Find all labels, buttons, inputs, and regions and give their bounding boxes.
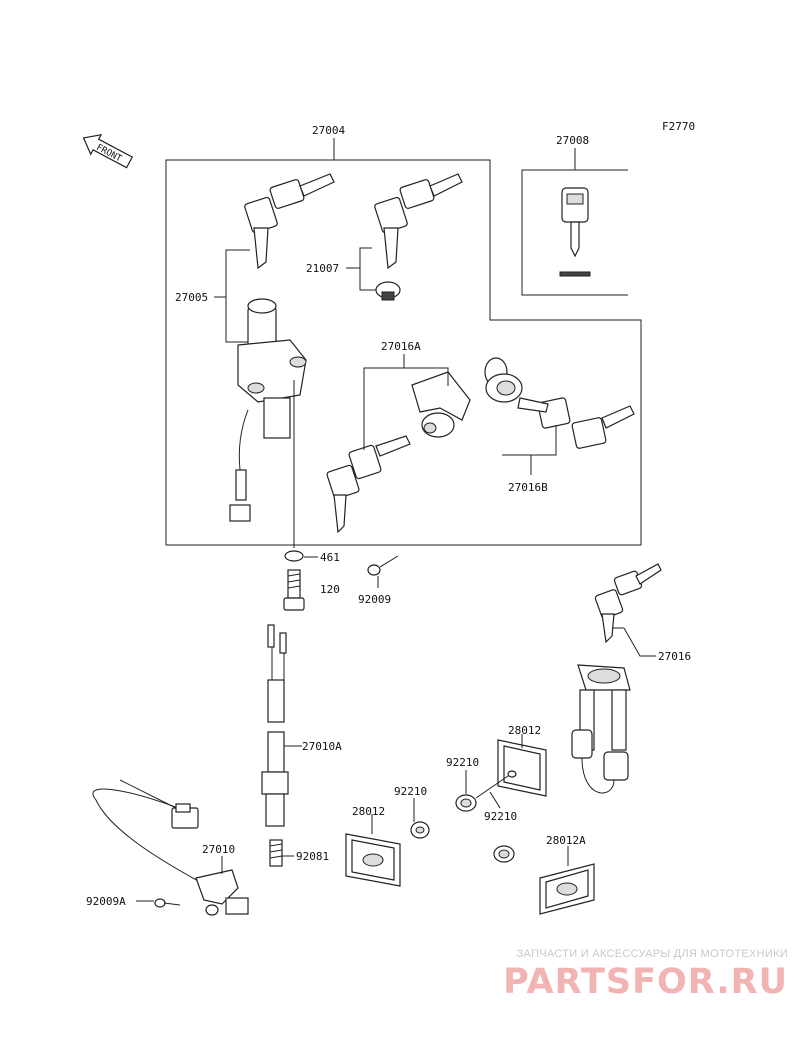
emblem-28012-top bbox=[497, 739, 547, 797]
screw-92009 bbox=[367, 555, 399, 576]
key-pair-ignition bbox=[244, 173, 335, 270]
bolt-120 bbox=[283, 569, 305, 611]
label-92081: 92081 bbox=[296, 850, 329, 863]
label-92210-mid: 92210 bbox=[394, 785, 427, 798]
washer-461 bbox=[284, 550, 304, 562]
key-pair-21007 bbox=[374, 173, 463, 301]
key-27008 bbox=[559, 187, 591, 277]
wire-harness-27010A bbox=[261, 624, 289, 827]
ignition-switch-27005 bbox=[229, 298, 307, 522]
label-28012-top: 28012 bbox=[508, 724, 541, 737]
key-pair-27016 bbox=[594, 563, 662, 644]
label-27004: 27004 bbox=[312, 124, 345, 137]
helmet-lock-27016B bbox=[484, 357, 635, 449]
label-92210-right: 92210 bbox=[484, 810, 517, 823]
switch-27010 bbox=[92, 779, 249, 916]
label-120: 120 bbox=[320, 583, 340, 596]
screw-92210-right bbox=[475, 770, 517, 799]
label-21007: 21007 bbox=[306, 262, 339, 275]
spring-92081 bbox=[269, 839, 283, 867]
figure-code: F2770 bbox=[662, 120, 695, 133]
nut-92210-left bbox=[455, 794, 477, 812]
emblem-28012-bottom bbox=[345, 833, 401, 887]
emblem-28012A bbox=[539, 863, 595, 915]
label-28012-bottom: 28012 bbox=[352, 805, 385, 818]
label-27005: 27005 bbox=[175, 291, 208, 304]
front-arrow-icon: FRONT bbox=[82, 133, 134, 169]
label-27008: 27008 bbox=[556, 134, 589, 147]
steering-lock bbox=[571, 664, 631, 794]
watermark-tagline: ЗАПЧАСТИ И АКСЕССУАРЫ ДЛЯ МОТОТЕХНИКИ bbox=[516, 948, 788, 960]
label-92210-left: 92210 bbox=[446, 756, 479, 769]
kit-frame-27004 bbox=[165, 159, 642, 546]
label-27016A: 27016A bbox=[381, 340, 421, 353]
label-27010A: 27010A bbox=[302, 740, 342, 753]
label-92009A: 92009A bbox=[86, 895, 126, 908]
screw-92009A bbox=[154, 898, 181, 908]
label-28012A: 28012A bbox=[546, 834, 586, 847]
watermark-logo: PARTSFOR.RU bbox=[503, 962, 788, 1002]
label-461: 461 bbox=[320, 551, 340, 564]
label-27016B: 27016B bbox=[508, 481, 548, 494]
label-92009: 92009 bbox=[358, 593, 391, 606]
nut-28012A bbox=[493, 845, 515, 863]
label-27010: 27010 bbox=[202, 843, 235, 856]
nut-92210-mid bbox=[410, 821, 430, 839]
label-27016: 27016 bbox=[658, 650, 691, 663]
seat-lock-27016A bbox=[326, 371, 471, 534]
